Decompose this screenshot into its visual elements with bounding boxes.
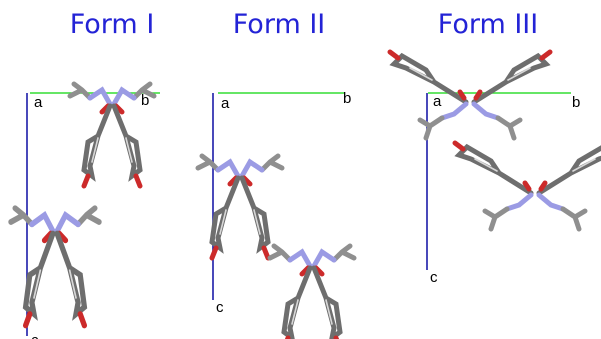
axis-b-label: b [141, 92, 149, 109]
axis-a-label: a [221, 95, 230, 112]
axis-c-label: c [430, 269, 438, 286]
molecule [198, 156, 282, 258]
axis-c-label: c [31, 332, 39, 339]
molecule [455, 143, 601, 229]
axis-c-label: c [216, 299, 224, 316]
panel-form-1: Form I a b c [11, 9, 160, 339]
panel-form-2: Form II a b c [198, 9, 354, 339]
axis-a-label: a [34, 94, 43, 111]
panel-title: Form II [233, 9, 326, 40]
molecule [390, 52, 550, 138]
molecule [270, 246, 354, 339]
panel-form-3: Form III a b c [390, 9, 601, 286]
panel-title: Form III [438, 9, 539, 40]
axis-b-label: b [572, 94, 580, 111]
panel-title: Form I [70, 9, 155, 40]
unit-cell-axes: a b c [212, 90, 351, 316]
molecule [11, 208, 99, 325]
axis-b-label: b [343, 90, 351, 107]
axis-a-label: a [433, 93, 442, 110]
